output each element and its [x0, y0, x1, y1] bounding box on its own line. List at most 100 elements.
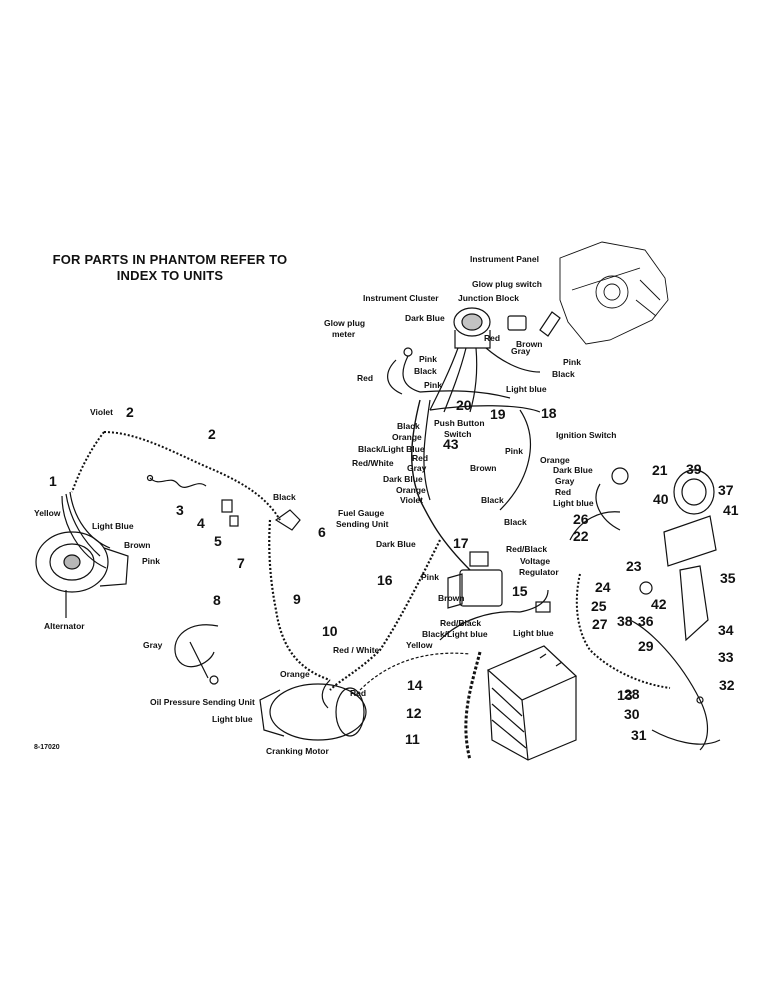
- callout-4: 4: [197, 515, 205, 531]
- battery-drawing: [464, 645, 578, 761]
- label-brown-top: Brown: [516, 339, 543, 349]
- label-red-pb: Red: [412, 453, 429, 463]
- label-pink-mid1: Pink: [419, 354, 437, 364]
- callout-38: 38: [617, 613, 633, 629]
- label-glow-plug-meter-1: Glow plug: [324, 318, 366, 328]
- label-orange-r: Orange: [540, 455, 570, 465]
- callout-19: 19: [490, 406, 506, 422]
- callout-22: 22: [573, 528, 589, 544]
- label-pink-vr: Pink: [421, 572, 439, 582]
- label-gray-r: Gray: [555, 476, 575, 486]
- label-orange-pb: Orange: [392, 432, 422, 442]
- callout-41: 41: [723, 502, 739, 518]
- callout-9: 9: [293, 591, 301, 607]
- label-orange-fg: Orange: [396, 485, 426, 495]
- callout-33: 33: [718, 649, 734, 665]
- label-push-button-1: Push Button: [434, 418, 485, 428]
- main-harness: [71, 399, 531, 691]
- label-black-light-blue-pb: Black/Light Blue: [358, 444, 425, 454]
- label-regulator: Regulator: [519, 567, 559, 577]
- callout-12: 12: [406, 705, 422, 721]
- label-red-white-cm: Red / White: [333, 645, 380, 655]
- label-glow-plug-meter-2: meter: [332, 329, 356, 339]
- label-fuel-gauge-1: Fuel Gauge: [338, 508, 385, 518]
- callout-7: 7: [237, 555, 245, 571]
- header-line-1: FOR PARTS IN PHANTOM REFER TO: [52, 252, 288, 267]
- label-brown-ign: Brown: [470, 463, 497, 473]
- callout-13: 13: [617, 687, 633, 703]
- callout-27: 27: [592, 616, 608, 632]
- callout-2a: 2: [126, 404, 134, 420]
- drawing-code: 8-17020: [34, 744, 60, 751]
- label-light-blue-r: Light blue: [553, 498, 594, 508]
- callout-29: 29: [638, 638, 654, 654]
- label-pink-mid2: Pink: [424, 380, 442, 390]
- label-gray-top: Gray: [511, 346, 531, 356]
- voltage-regulator-drawing: [439, 551, 551, 641]
- callout-31: 31: [631, 727, 647, 743]
- label-dark-blue-low: Dark Blue: [376, 539, 416, 549]
- callout-3: 3: [176, 502, 184, 518]
- label-red-top: Red: [484, 333, 501, 343]
- callout-42: 42: [651, 596, 667, 612]
- callout-26: 26: [573, 511, 589, 527]
- right-side-components: [569, 467, 721, 751]
- label-brown-vr: Brown: [438, 593, 465, 603]
- header-line-2: INDEX TO UNITS: [116, 268, 224, 283]
- callout-5: 5: [214, 533, 222, 549]
- label-pink-top-right: Pink: [563, 357, 581, 367]
- label-black-top-right: Black: [552, 369, 575, 379]
- alternator-drawing: [35, 491, 129, 618]
- callout-32: 32: [719, 677, 735, 693]
- callout-21: 21: [652, 462, 668, 478]
- label-light-blue-low: Light blue: [513, 628, 554, 638]
- label-voltage: Voltage: [520, 556, 551, 566]
- label-yellow-alt: Yellow: [34, 508, 61, 518]
- callout-14: 14: [407, 677, 423, 693]
- label-dark-blue-top: Dark Blue: [405, 313, 445, 323]
- label-brown-alt: Brown: [124, 540, 151, 550]
- label-red-left: Red: [357, 373, 374, 383]
- callout-37: 37: [718, 482, 734, 498]
- callout-11: 11: [405, 731, 420, 747]
- battery-cable-14: [359, 652, 471, 691]
- callout-8: 8: [213, 592, 221, 608]
- label-violet-fg: Violet: [400, 495, 423, 505]
- callout-2b: 2: [208, 426, 216, 442]
- label-pink-alt: Pink: [142, 556, 160, 566]
- label-instrument-cluster: Instrument Cluster: [363, 293, 439, 303]
- label-red-black-vr: Red/Black: [506, 544, 548, 554]
- callout-23: 23: [626, 558, 642, 574]
- label-black-mid1: Black: [414, 366, 437, 376]
- label-black-fg: Black: [481, 495, 504, 505]
- label-light-blue-top: Light blue: [506, 384, 547, 394]
- callout-1: 1: [49, 473, 57, 489]
- callout-10: 10: [322, 623, 338, 639]
- label-yellow-low: Yellow: [406, 640, 433, 650]
- diagram-header: FOR PARTS IN PHANTOM REFER TO INDEX TO U…: [40, 252, 300, 284]
- label-push-button-2: Switch: [444, 429, 472, 439]
- label-red-cm: Red: [350, 688, 367, 698]
- instrument-panel-phantom: [559, 241, 669, 345]
- callout-24: 24: [595, 579, 611, 595]
- callout-17: 17: [453, 535, 469, 551]
- callout-34: 34: [718, 622, 734, 638]
- callout-25: 25: [591, 598, 607, 614]
- label-red-white-pb: Red/White: [352, 458, 394, 468]
- label-light-blue-cm: Light blue: [212, 714, 253, 724]
- callout-43: 43: [443, 436, 459, 452]
- label-gray-pb: Gray: [407, 463, 427, 473]
- callout-36: 36: [638, 613, 654, 629]
- label-violet: Violet: [90, 407, 113, 417]
- label-dark-blue-fg: Dark Blue: [383, 474, 423, 484]
- callout-40: 40: [653, 491, 669, 507]
- callout-35: 35: [720, 570, 736, 586]
- label-red-r: Red: [555, 487, 572, 497]
- label-oil-pressure: Oil Pressure Sending Unit: [150, 697, 255, 707]
- label-black-light-blue-low: Black/Light blue: [422, 629, 488, 639]
- label-orange-cm: Orange: [280, 669, 310, 679]
- callout-20: 20: [456, 397, 472, 413]
- label-black-left: Black: [273, 492, 296, 502]
- callout-16: 16: [377, 572, 393, 588]
